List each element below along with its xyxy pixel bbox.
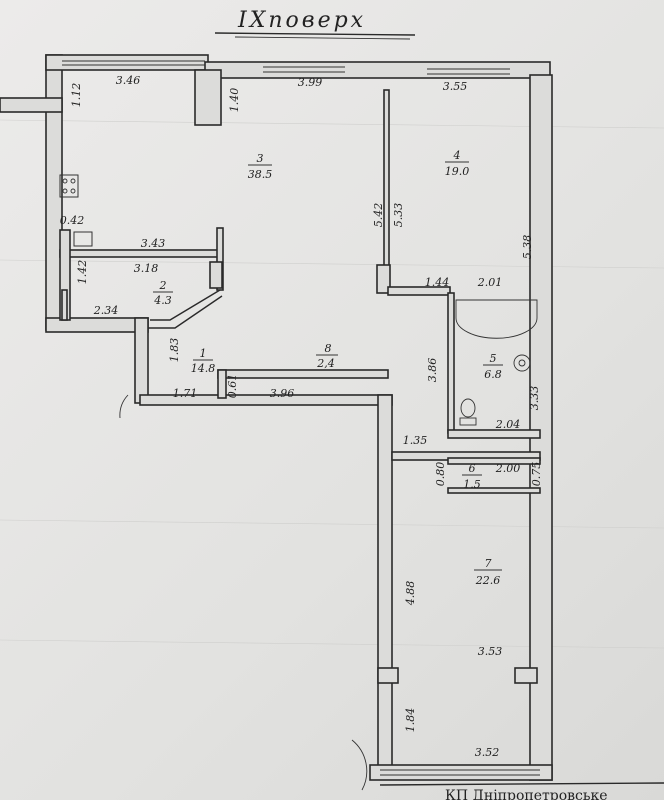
footer-org-name: КП Дніпропетровське: [445, 788, 608, 800]
sink-icon: [73, 231, 93, 247]
dim-label: 3.33: [528, 386, 541, 411]
room-8-area: 2,4: [316, 357, 335, 370]
floor-title: IXповерх: [237, 8, 366, 33]
room-labels: 1 14.8 2 4.3 3 38.5 4 19.0 5 6.8 6 1.5 7…: [153, 149, 502, 587]
dimension-labels: 3.46 1.12 1.40 3.99 3.55 5.42 5.33 5.38 …: [60, 74, 543, 759]
room-7-number: 7: [485, 557, 492, 570]
stove-icon: [59, 174, 79, 198]
dim-label: 1.42: [76, 260, 89, 285]
room-6-number: 6: [469, 462, 476, 475]
room-4-area: 19.0: [445, 165, 470, 178]
entrance-door-icon: [119, 394, 129, 419]
balcony-door-icon: [351, 739, 368, 791]
title-underline: [214, 32, 416, 36]
room-3-number: 3: [257, 152, 264, 165]
dim-label: 3.46: [116, 74, 141, 87]
room-5-area: 6.8: [484, 368, 502, 381]
dim-label: 5.33: [392, 203, 405, 228]
room-2-area: 4.3: [153, 294, 172, 307]
dim-label: 3.53: [478, 645, 503, 658]
dim-label: 1.44: [425, 276, 450, 289]
room2-diagonal-wall: [150, 289, 221, 321]
room-3-area: 38.5: [248, 168, 273, 181]
dim-label: 2.01: [477, 276, 503, 289]
dim-label: 1.84: [404, 708, 417, 733]
dim-label: 0.61: [226, 374, 239, 399]
dim-label: 2.34: [93, 304, 119, 317]
dim-label: 5.42: [372, 203, 385, 228]
paper-grid: [0, 119, 664, 649]
dim-label: 3.99: [298, 76, 323, 89]
room-5-number: 5: [490, 352, 497, 365]
room-7-area: 22.6: [475, 574, 501, 587]
walls: [0, 54, 553, 781]
room2-diagonal-wall-inner: [148, 295, 223, 329]
dim-label: 3.52: [475, 746, 500, 759]
dim-label: 3.55: [443, 80, 468, 93]
room-4-number: 4: [453, 149, 461, 162]
room-1-number: 1: [200, 347, 207, 360]
dim-label: 0.75: [530, 462, 543, 487]
dim-label: 1.71: [173, 387, 198, 400]
dim-label: 3.43: [141, 237, 166, 250]
toilet-icon: [459, 398, 477, 426]
dim-label: 1.35: [403, 434, 428, 447]
footer-line: [379, 782, 664, 786]
dim-label: 5.38: [521, 235, 534, 260]
room-number-underlines: [153, 161, 503, 571]
dim-label: 1.83: [168, 338, 181, 363]
dim-label: 2.04: [495, 418, 521, 431]
washbasin-icon: [513, 354, 531, 372]
dim-label: 4.88: [404, 581, 417, 607]
dim-label: 1.40: [228, 88, 241, 113]
dim-label: 3.86: [426, 358, 439, 383]
bathtub-icon: [455, 299, 538, 339]
windows: [62, 60, 540, 776]
dim-label: 0.42: [60, 214, 85, 227]
dim-label: 3.18: [134, 262, 159, 275]
dim-label: 1.12: [70, 83, 83, 108]
room-8-number: 8: [325, 342, 332, 355]
dim-label: 2.00: [495, 462, 521, 475]
dim-label: 3.96: [270, 387, 295, 400]
dim-label: 0.80: [434, 462, 447, 487]
room-6-area: 1.5: [463, 478, 481, 491]
room-1-area: 14.8: [191, 362, 216, 375]
title-underline-2: [234, 36, 411, 40]
room-2-number: 2: [159, 279, 167, 292]
